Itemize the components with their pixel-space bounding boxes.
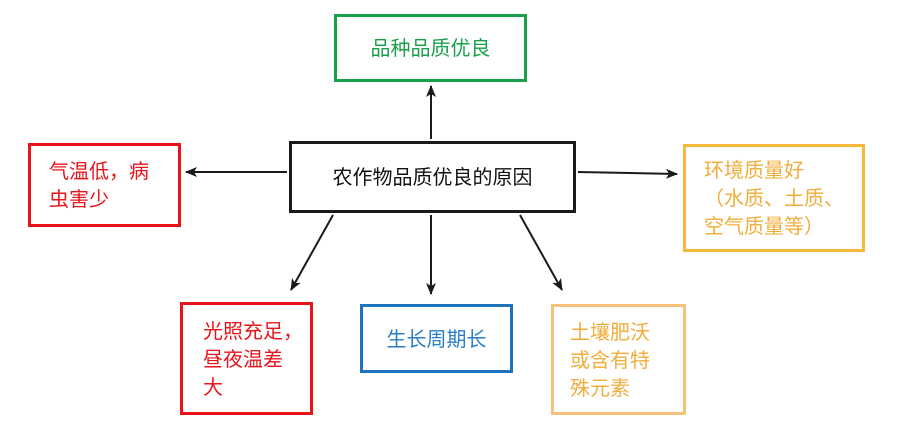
arrow-to-right [577, 168, 678, 179]
node-growth-period: 生长周期长 [360, 304, 513, 373]
node-fertile-soil: 土壤肥沃 或含有特 殊元素 [551, 304, 686, 415]
node-growth-period-label: 生长周期长 [386, 326, 487, 351]
node-environment-quality-label: 环境质量好 （水质、土质、 空气质量等） [704, 158, 844, 238]
central-node: 农作物品质优良的原因 [289, 141, 576, 213]
central-node-label: 农作物品质优良的原因 [332, 165, 533, 189]
node-low-temperature-label: 气温低，病 虫害少 [49, 159, 149, 211]
node-variety-quality: 品种品质优良 [334, 14, 527, 82]
node-sunlight-label: 光照充足， 昼夜温差 大 [203, 318, 303, 399]
arrow-to-bottom-left [290, 214, 334, 291]
node-variety-quality-label: 品种品质优良 [370, 36, 491, 60]
node-low-temperature: 气温低，病 虫害少 [28, 143, 181, 227]
node-fertile-soil-label: 土壤肥沃 或含有特 殊元素 [570, 319, 650, 400]
arrow-to-bottom-right [519, 214, 563, 291]
node-sunlight: 光照充足， 昼夜温差 大 [180, 302, 313, 415]
node-environment-quality: 环境质量好 （水质、土质、 空气质量等） [683, 144, 865, 252]
